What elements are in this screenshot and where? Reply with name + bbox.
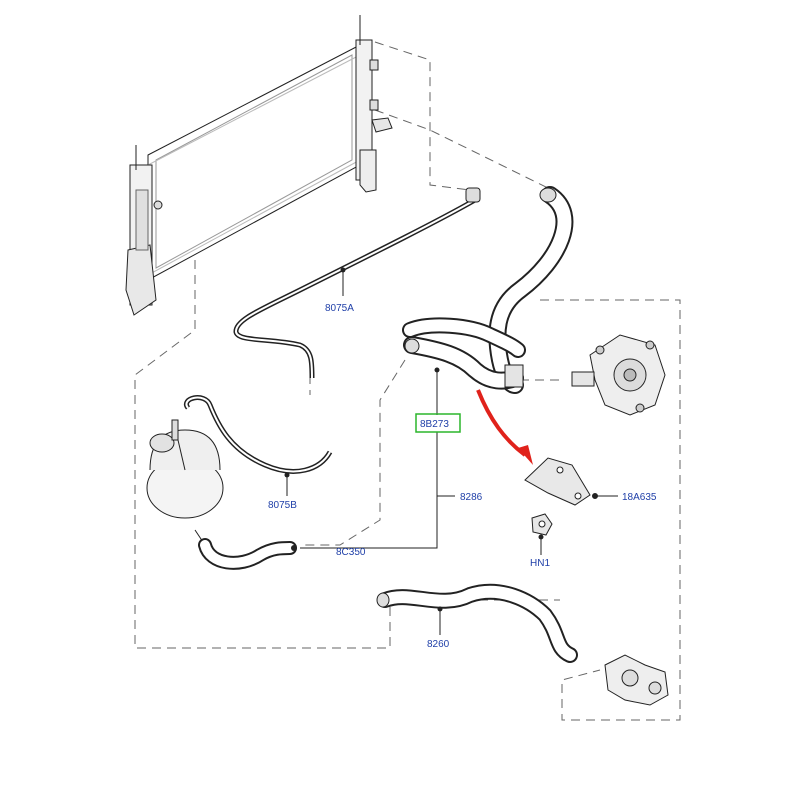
red-pointer-arrow	[476, 389, 533, 465]
label-8286[interactable]: 8286	[460, 492, 483, 503]
label-hn1[interactable]: HN1	[530, 558, 550, 569]
thermostat-housing	[604, 654, 669, 706]
hose-8075b[interactable]	[183, 395, 333, 496]
water-pump	[571, 334, 666, 416]
label-8075b[interactable]: 8075B	[268, 500, 297, 511]
hose-8260[interactable]	[376, 583, 578, 663]
radiator-illustration	[125, 15, 393, 316]
hose-8c350[interactable]	[198, 538, 297, 570]
expansion-tank	[146, 419, 224, 546]
label-8075a[interactable]: 8075A	[325, 303, 354, 314]
label-8260[interactable]: 8260	[427, 639, 450, 650]
highlight-box-8b273	[415, 413, 461, 433]
label-leaders	[300, 372, 618, 549]
nut-hn1[interactable]	[531, 513, 553, 555]
bracket-18a635[interactable]	[524, 457, 598, 506]
dashed-reference-lines	[134, 41, 681, 721]
hose-8075a[interactable]	[233, 187, 481, 379]
label-18a635[interactable]: 18A635	[622, 492, 657, 503]
label-8c350[interactable]: 8C350	[336, 547, 366, 558]
label-8b273[interactable]: 8B273	[420, 419, 449, 430]
hose-8286[interactable]	[402, 186, 574, 394]
